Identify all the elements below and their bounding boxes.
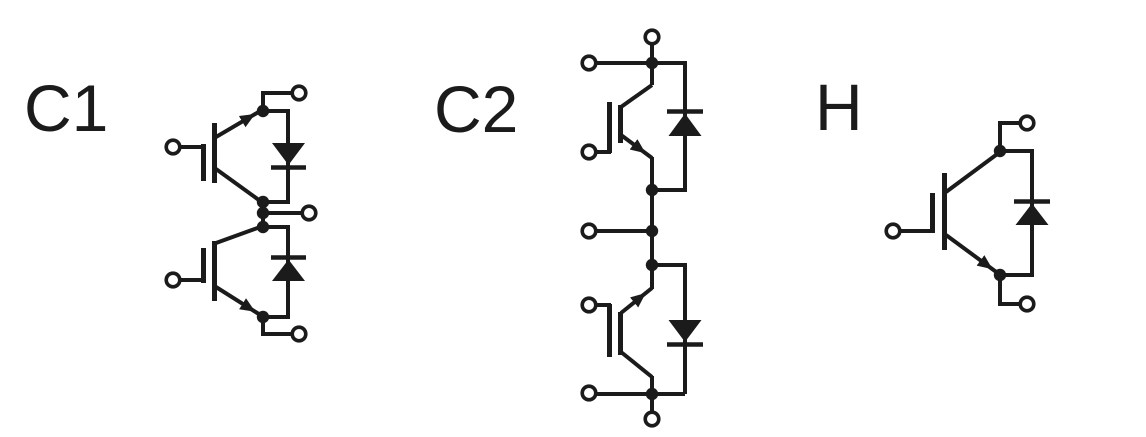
terminal-icon-c2-gate2: [580, 296, 598, 314]
igbt-icon-h: [900, 150, 1002, 276]
terminal-icon-c1-gate1: [164, 138, 182, 156]
terminal-icon-c2-bottom-left: [580, 384, 598, 402]
junction-dot-icon: [645, 224, 659, 238]
emitter-arrow: [619, 286, 654, 315]
collector-lead: [619, 83, 654, 109]
terminal-icon-c1-bottom: [290, 325, 308, 343]
terminal-icon-c2-bottom: [643, 410, 661, 428]
junction-dot-icon: [256, 220, 270, 234]
wire: [998, 121, 1020, 151]
diode-triangle: [272, 143, 305, 165]
terminal-icon-c1-middle: [300, 204, 318, 222]
igbt-icon-c1-top: [180, 108, 265, 205]
collector-lead: [214, 167, 265, 205]
diode-icon-c2-top: [667, 109, 703, 136]
igbt-icon-c1-bottom: [180, 224, 264, 318]
diode-triangle: [668, 320, 702, 342]
junction-dot-icon: [645, 387, 659, 401]
diode-icon-h: [1014, 199, 1050, 225]
junction-dot-icon: [645, 183, 659, 197]
c2-terminals: [580, 28, 661, 428]
circuit-h-label: H: [815, 70, 863, 144]
collector-lead: [619, 350, 654, 379]
junction-dot-icon: [645, 56, 659, 70]
igbt-icon-c2-top: [596, 83, 654, 160]
junction-dot-icon: [256, 206, 270, 220]
circuit-c1-label: C1: [24, 71, 108, 145]
terminal-icon-h-top: [1018, 114, 1036, 132]
junction-dot-icon: [256, 195, 270, 209]
junction-dot-icon: [993, 268, 1007, 282]
terminal-icon-c2-gate1: [580, 143, 598, 161]
diode-icon-c2-bottom: [667, 320, 703, 347]
c1-junction-dots: [256, 104, 270, 324]
collector-lead: [944, 150, 1002, 194]
circuit-h: H: [815, 70, 1050, 313]
junction-dot-icon: [256, 310, 270, 324]
emitter-arrow: [214, 285, 264, 318]
junction-dot-icon: [645, 258, 659, 272]
junction-dot-icon: [256, 104, 270, 118]
junction-dot-icon: [993, 144, 1007, 158]
terminal-icon-c2-top: [643, 28, 661, 46]
terminal-icon-c1-gate2: [164, 271, 182, 289]
terminal-icon-h-gate: [884, 222, 902, 240]
terminal-icon-h-bottom: [1018, 295, 1036, 313]
wire: [652, 263, 687, 394]
h-terminals: [884, 114, 1036, 313]
diode-icon-c1-top: [271, 143, 306, 170]
diode-triangle: [668, 113, 702, 136]
igbt-icon-c2-bottom: [596, 286, 654, 379]
collector-lead: [215, 224, 264, 245]
terminal-icon-c2-middle: [580, 222, 598, 240]
h-junction-dots: [993, 144, 1007, 282]
wire: [998, 275, 1020, 306]
circuit-c2-label: C2: [434, 72, 518, 146]
terminal-icon-c1-top: [290, 84, 308, 102]
c2-junction-dots: [645, 56, 659, 401]
emitter-arrow: [619, 133, 654, 160]
diode-triangle: [272, 259, 305, 281]
diode-icon-c1-bottom: [271, 255, 306, 281]
emitter-arrow: [944, 233, 1001, 276]
terminal-icon-c2-top-left: [580, 54, 598, 72]
c1-terminals: [164, 84, 318, 343]
emitter-arrow: [214, 108, 264, 139]
diode-triangle: [1015, 203, 1049, 225]
circuit-c2: C2: [434, 28, 703, 428]
circuit-c1: C1: [24, 71, 318, 343]
